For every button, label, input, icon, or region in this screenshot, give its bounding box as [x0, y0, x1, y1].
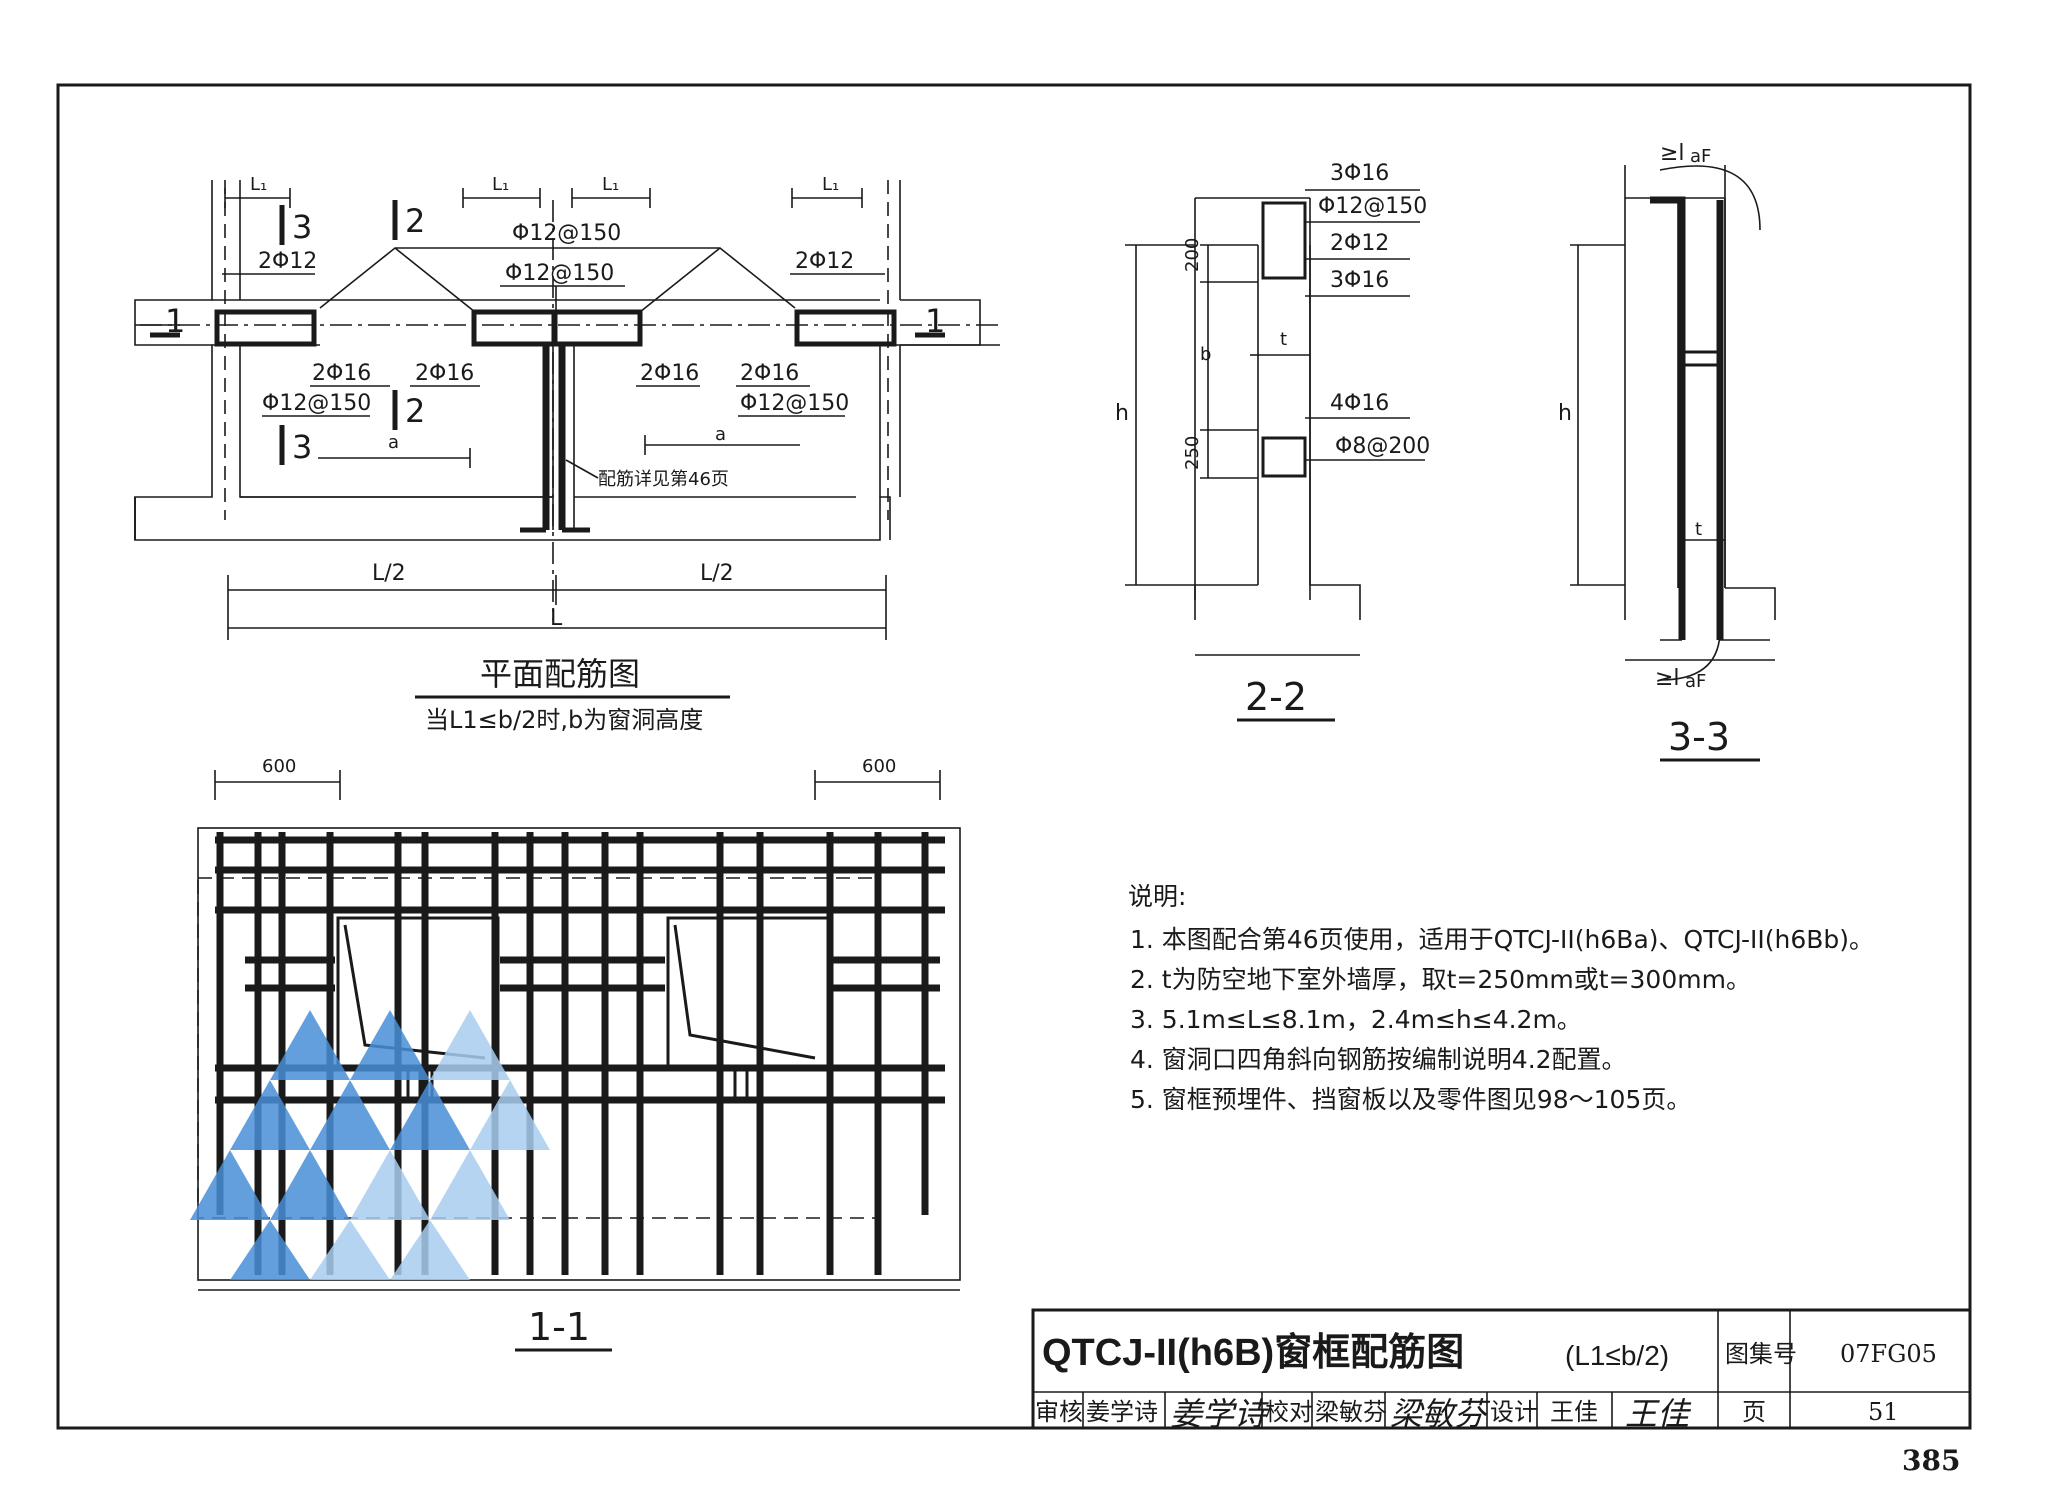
dim-a-right: a — [715, 424, 726, 445]
tb-reviewer-signature: 姜学诗 — [1170, 1395, 1269, 1433]
plan-subtitle: 当L1≤b/2时,b为窗洞高度 — [425, 706, 703, 734]
label-2phi16-b: 2Φ16 — [415, 361, 474, 386]
sec22-top-bars: 3Φ16 — [1330, 161, 1389, 186]
label-stirrup-top-1: Φ12@150 — [512, 221, 621, 246]
sec22-dim-b: b — [1200, 344, 1211, 365]
sec22-dim-200: 200 — [1182, 238, 1203, 272]
sec33-dim-h: h — [1558, 401, 1572, 426]
sec1-right: 1 — [925, 302, 945, 340]
note-item-4: 4. 窗洞口四角斜向钢筋按编制说明4.2配置。 — [1130, 1045, 1627, 1074]
dim-l1-mid-left: L₁ — [492, 174, 509, 195]
sec22-lower-stirrup: Φ8@200 — [1335, 434, 1430, 459]
dim-l1-mid-right: L₁ — [602, 174, 619, 195]
tb-page-number: 51 — [1868, 1398, 1899, 1426]
plan-title: 平面配筋图 — [480, 655, 640, 693]
sec11-dim-right: 600 — [862, 756, 896, 777]
plan-view: L₁ L₁ L₁ L₁ L/2 L/2 L a a 1 1 2 2 3 3 Φ1… — [134, 174, 1000, 734]
note-item-2: 2. t为防空地下室外墙厚，取t=250mm或t=300mm。 — [1130, 965, 1751, 994]
sec22-mid-bars: 2Φ12 — [1330, 231, 1389, 256]
note-item-3: 3. 5.1m≤L≤8.1m，2.4m≤h≤4.2m。 — [1130, 1005, 1582, 1034]
label-stirrup-top-2: Φ12@150 — [505, 261, 614, 286]
dim-half-right: L/2 — [700, 561, 734, 586]
tb-checker: 梁敏芬 — [1315, 1398, 1387, 1426]
dim-l1-right: L₁ — [822, 174, 839, 195]
tb-reviewer: 姜学诗 — [1086, 1398, 1158, 1426]
window-opening-right — [666, 916, 830, 1068]
tb-atlas-number: 07FG05 — [1840, 1340, 1937, 1368]
plan-beam-left — [214, 309, 317, 347]
label-2phi16-a: 2Φ16 — [312, 361, 371, 386]
sec2-bottom: 2 — [405, 392, 425, 430]
title-block: QTCJ-II(h6B)窗框配筋图 (L1≤b/2) 图集号 07FG05 审核… — [1031, 1308, 1972, 1433]
notes-block: 说明: 1. 本图配合第46页使用，适用于QTCJ-II(h6Ba)、QTCJ-… — [1128, 882, 1874, 1114]
sec33-anchor-top-sub: aF — [1690, 146, 1711, 167]
note-item-5: 5. 窗框预埋件、挡窗板以及零件图见98～105页。 — [1130, 1085, 1691, 1114]
book-page-number: 385 — [1902, 1444, 1960, 1477]
sec3-bottom: 3 — [292, 428, 312, 466]
sec22-lower-bars: 4Φ16 — [1330, 391, 1389, 416]
tb-check-label: 校对 — [1265, 1398, 1313, 1426]
tb-design-label: 设计 — [1490, 1398, 1538, 1426]
sec22-bottom-bars-top: 3Φ16 — [1330, 268, 1389, 293]
section-1-1: 600 600 — [190, 756, 961, 1352]
tb-atlas-label: 图集号 — [1725, 1340, 1797, 1368]
sec33-anchor-bottom-sub: aF — [1685, 671, 1706, 692]
dim-half-left: L/2 — [372, 561, 406, 586]
tb-designer: 王佳 — [1550, 1398, 1598, 1426]
sec22-dim-t: t — [1280, 329, 1287, 350]
sec11-title: 1-1 — [528, 1305, 590, 1349]
sec33-anchor-top: ≥l — [1660, 141, 1685, 166]
label-2phi12-right: 2Φ12 — [795, 249, 854, 274]
sec11-dim-left: 600 — [262, 756, 296, 777]
note-item-1: 1. 本图配合第46页使用，适用于QTCJ-II(h6Ba)、QTCJ-II(h… — [1130, 925, 1874, 954]
label-2phi16-c: 2Φ16 — [640, 361, 699, 386]
label-stirrup-bottom-left: Φ12@150 — [262, 391, 371, 416]
section-3-3: ≥l aF ≥l aF h t 3-3 — [1558, 141, 1776, 762]
label-2phi16-d: 2Φ16 — [740, 361, 799, 386]
sec22-dim-250: 250 — [1182, 436, 1203, 470]
dim-a-left: a — [388, 432, 399, 453]
tb-checker-signature: 梁敏芬 — [1390, 1395, 1491, 1433]
sec1-left: 1 — [165, 302, 185, 340]
drawing-border — [56, 83, 1972, 1430]
label-detail-note: 配筋详见第46页 — [598, 469, 729, 490]
tb-review-label: 审核 — [1035, 1398, 1083, 1426]
label-2phi12-left: 2Φ12 — [258, 249, 317, 274]
plan-beam-mid-right — [552, 309, 643, 347]
tb-title-main: QTCJ-II(h6B)窗框配筋图 — [1042, 1332, 1464, 1374]
tb-title-condition: (L1≤b/2) — [1565, 1340, 1669, 1371]
label-stirrup-bottom-right: Φ12@150 — [740, 391, 849, 416]
notes-heading: 说明: — [1128, 882, 1186, 911]
plan-beam-right — [794, 309, 897, 347]
sec22-dim-h: h — [1115, 401, 1129, 426]
sec22-stirrup: Φ12@150 — [1318, 194, 1427, 219]
dim-l1-left: L₁ — [250, 174, 267, 195]
sec22-title: 2-2 — [1245, 675, 1307, 719]
sec33-dim-t: t — [1695, 519, 1702, 540]
sec33-anchor-bottom: ≥l — [1655, 666, 1680, 691]
section-2-2: 200 b 250 h t 3Φ16 Φ12@150 2Φ12 3Φ16 4Φ1… — [1115, 161, 1430, 722]
sec33-title: 3-3 — [1668, 715, 1730, 759]
dim-total: L — [550, 606, 563, 631]
plan-beam-mid-left — [471, 309, 557, 347]
watermark-logo — [190, 1010, 550, 1280]
sec2-top: 2 — [405, 202, 425, 240]
tb-designer-signature: 王佳 — [1625, 1395, 1692, 1433]
tb-page-label: 页 — [1742, 1398, 1766, 1426]
sec3-top: 3 — [292, 208, 312, 246]
